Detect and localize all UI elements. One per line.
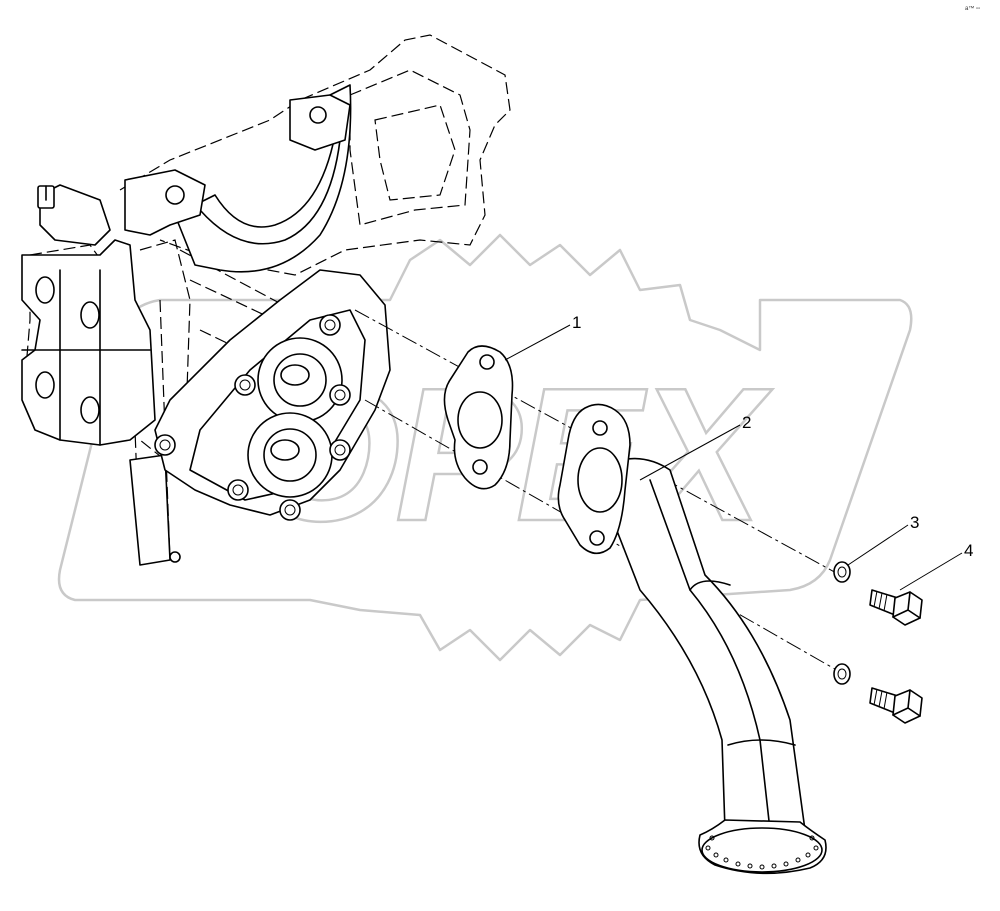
corner-mark: a™ ▫▫ (965, 5, 980, 12)
bracket-lug-1 (35, 276, 55, 304)
pump-cover-lower-inner (263, 428, 317, 482)
top-tower-hole (309, 106, 327, 124)
sensor-body (39, 184, 111, 246)
pump-bolt-5-head (232, 484, 244, 496)
pump-bolt-3-head (334, 389, 346, 401)
pump-bolt-6-head (284, 504, 296, 516)
engine-block (21, 34, 511, 566)
lower-shaft-pin (169, 551, 181, 563)
top-bracket (124, 169, 206, 236)
pump-bolt-1-head (324, 319, 336, 331)
lower-shaft (129, 454, 171, 566)
bracket-lug-4 (80, 396, 100, 424)
bracket-lug-2 (80, 301, 100, 329)
pump-bolt-7 (154, 434, 176, 456)
pump-bolt-5 (227, 479, 249, 501)
pipe-flange-hole-top (592, 420, 608, 436)
top-bracket-hole (165, 185, 185, 205)
washers (833, 561, 851, 685)
bolt-upper-head-edge (892, 591, 921, 619)
callout-1: 1 (572, 313, 581, 332)
washer-lower (833, 663, 851, 685)
callout-2: 2 (742, 413, 751, 432)
bolt-lower-thread (873, 688, 888, 710)
bolt-lower-head-edge (892, 689, 921, 717)
oil-pump (154, 269, 391, 521)
gasket-bore (457, 391, 503, 449)
pipe-flange-hole-bottom (589, 530, 605, 546)
pump-bolts (154, 314, 351, 521)
bearing-cradle-edge (199, 139, 341, 245)
pump-bolt-2 (234, 374, 256, 396)
callouts: 1 2 3 4 (504, 313, 973, 591)
bracket-lug-3 (35, 371, 55, 399)
washer-upper (833, 561, 851, 583)
gasket-hole-bottom (472, 459, 488, 475)
pump-bolt-4-head (334, 444, 346, 456)
pump-bolt-3 (329, 384, 351, 406)
callout-3: 3 (910, 513, 919, 532)
pump-cover-upper-shine (280, 364, 310, 386)
bolts (869, 589, 923, 724)
pipe-flange-bore (577, 447, 623, 513)
pump-bolt-6 (279, 499, 301, 521)
leader-4 (899, 552, 963, 591)
leader-3 (847, 524, 909, 566)
leader-1 (504, 324, 571, 361)
pump-bolt-1 (319, 314, 341, 336)
suction-pipe (557, 403, 827, 875)
pipe-tube-shade (649, 479, 771, 831)
pump-cover-upper-inner (273, 353, 327, 407)
strainer-bell (698, 819, 827, 875)
strainer-perforations (705, 835, 819, 870)
pump-bolt-4 (329, 439, 351, 461)
strainer-rim (701, 827, 823, 873)
leader-2 (639, 424, 741, 481)
pipe-tube (604, 457, 806, 831)
washer-lower-hole (837, 668, 847, 680)
gasket-hole-top (479, 354, 495, 370)
pipe-joint-2 (727, 739, 796, 746)
gasket (443, 345, 514, 490)
pump-bolt-7-head (159, 439, 171, 451)
pipe-joint-1 (689, 580, 731, 591)
washer-upper-hole (837, 566, 847, 578)
pump-cover-lower-shine (270, 439, 300, 461)
block-hidden-inner (349, 69, 471, 226)
pump-bolt-2-head (239, 379, 251, 391)
bolt-upper-thread (873, 590, 888, 612)
callout-4: 4 (964, 541, 973, 560)
bracket-rib (21, 269, 151, 446)
